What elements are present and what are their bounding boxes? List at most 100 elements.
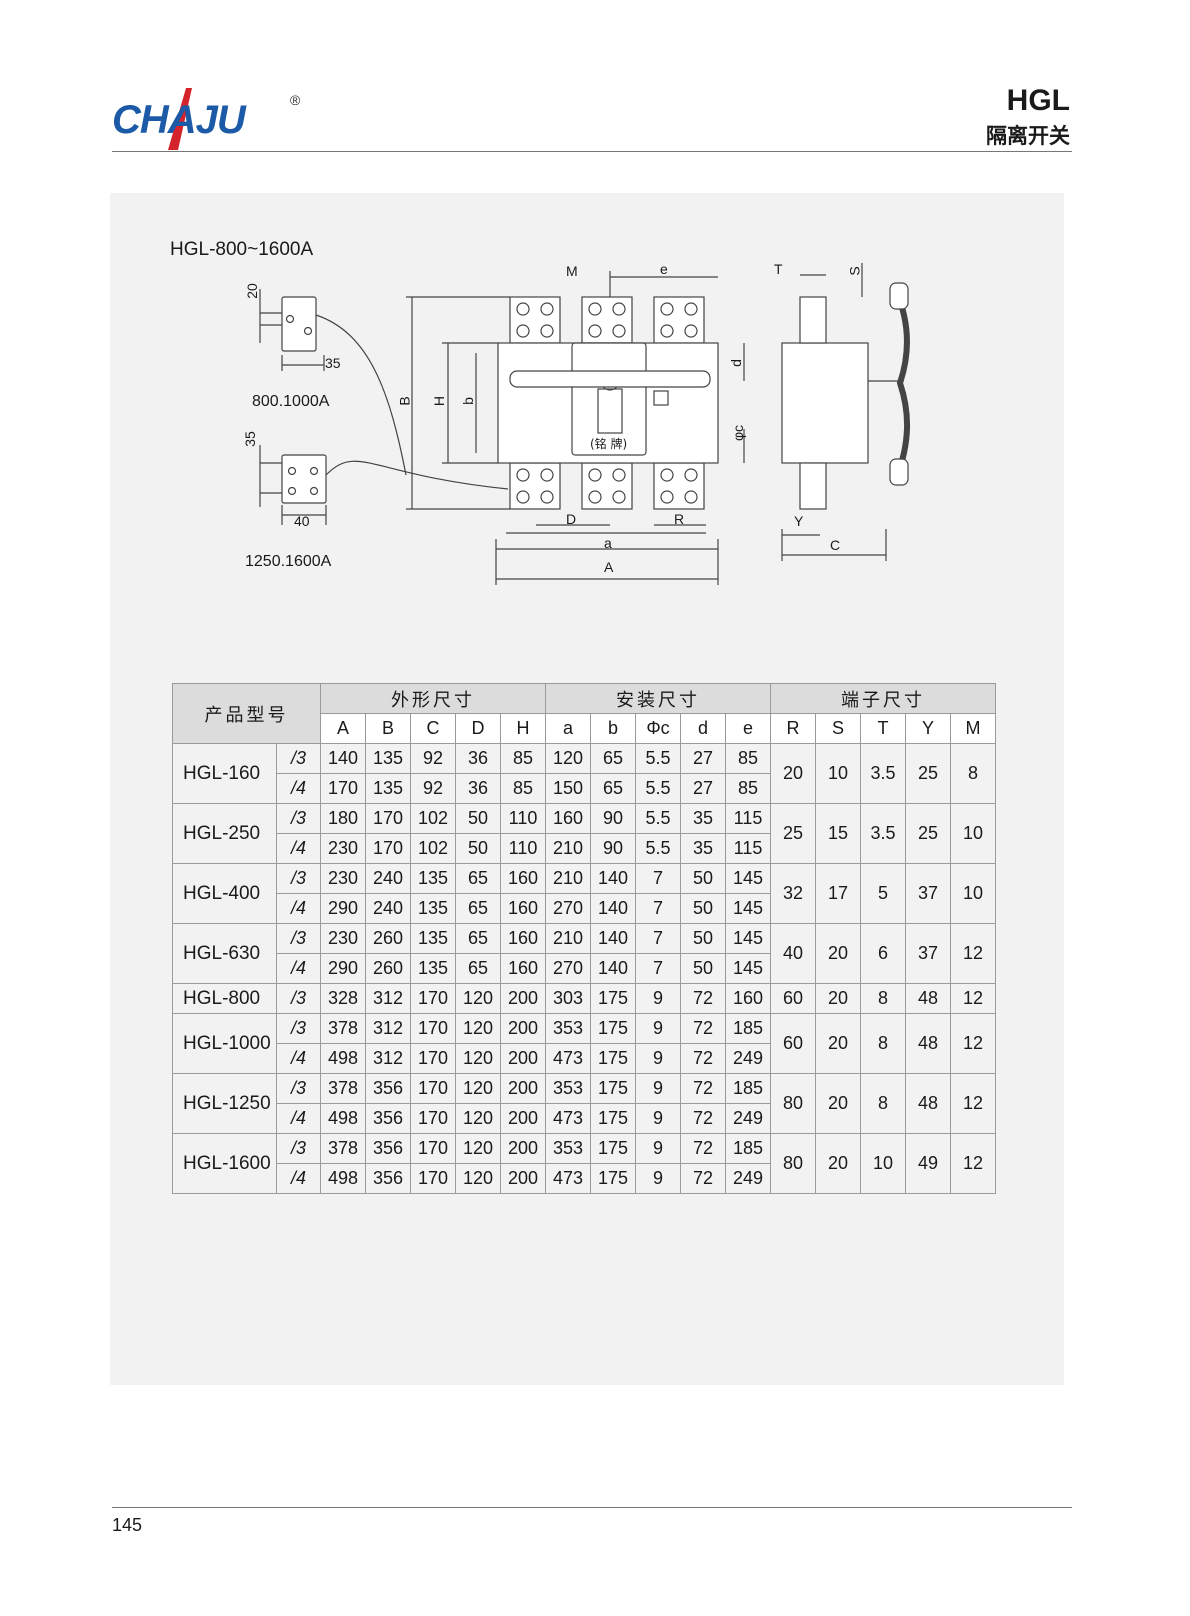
header-subtitle: 隔离开关 <box>986 124 1070 148</box>
value-cell: 356 <box>365 1073 411 1104</box>
value-cell: 170 <box>410 1103 456 1134</box>
value-cell: 200 <box>500 983 546 1014</box>
col-header: B <box>365 713 411 744</box>
value-cell: 36 <box>455 773 501 804</box>
value-cell: 50 <box>680 923 726 954</box>
value-cell: 230 <box>320 863 366 894</box>
value-cell: 9 <box>635 1043 681 1074</box>
terminal-value-cell: 10 <box>815 743 861 804</box>
dim-label-b: b <box>459 397 476 405</box>
value-cell: 90 <box>590 833 636 864</box>
terminal-value-cell: 8 <box>860 1013 906 1074</box>
value-cell: 160 <box>500 893 546 924</box>
header-group-terminal: 端子尺寸 <box>770 683 996 714</box>
value-cell: 7 <box>635 893 681 924</box>
value-cell: 210 <box>545 863 591 894</box>
value-cell: 120 <box>545 743 591 774</box>
value-cell: 473 <box>545 1103 591 1134</box>
value-cell: 353 <box>545 1073 591 1104</box>
value-cell: 175 <box>590 983 636 1014</box>
value-cell: 260 <box>365 953 411 984</box>
pole-variant-cell: /3 <box>276 1013 321 1044</box>
value-cell: 185 <box>725 1133 771 1164</box>
value-cell: 135 <box>410 923 456 954</box>
value-cell: 210 <box>545 923 591 954</box>
model-cell: HGL-800 <box>172 983 277 1014</box>
value-cell: 170 <box>410 1073 456 1104</box>
terminal-value-cell: 48 <box>905 1073 951 1134</box>
terminal-value-cell: 15 <box>815 803 861 864</box>
value-cell: 120 <box>455 1013 501 1044</box>
value-cell: 135 <box>410 863 456 894</box>
pole-variant-cell: /4 <box>276 893 321 924</box>
value-cell: 50 <box>680 893 726 924</box>
terminal-value-cell: 8 <box>950 743 996 804</box>
terminal-value-cell: 25 <box>905 803 951 864</box>
value-cell: 72 <box>680 1013 726 1044</box>
value-cell: 356 <box>365 1103 411 1134</box>
value-cell: 353 <box>545 1013 591 1044</box>
footer-divider <box>112 1507 1072 1508</box>
page-number: 145 <box>112 1515 143 1535</box>
dim-label-35: 35 <box>325 355 341 371</box>
pole-variant-cell: /4 <box>276 1043 321 1074</box>
terminal-value-cell: 20 <box>815 923 861 984</box>
terminal-value-cell: 10 <box>950 803 996 864</box>
value-cell: 170 <box>365 833 411 864</box>
value-cell: 249 <box>725 1103 771 1134</box>
value-cell: 5.5 <box>635 743 681 774</box>
terminal-value-cell: 10 <box>950 863 996 924</box>
value-cell: 120 <box>455 1133 501 1164</box>
value-cell: 140 <box>590 923 636 954</box>
terminal-value-cell: 17 <box>815 863 861 924</box>
table-column-header-row: A B C D H a b Φc d e R S T Y M <box>173 713 996 744</box>
value-cell: 312 <box>365 1013 411 1044</box>
value-cell: 102 <box>410 833 456 864</box>
value-cell: 135 <box>365 743 411 774</box>
value-cell: 249 <box>725 1043 771 1074</box>
value-cell: 65 <box>455 923 501 954</box>
value-cell: 145 <box>725 953 771 984</box>
value-cell: 7 <box>635 953 681 984</box>
header-model-cell: 产品型号 <box>172 683 321 744</box>
terminal-value-cell: 12 <box>950 1073 996 1134</box>
value-cell: 200 <box>500 1073 546 1104</box>
dim-label-Y: Y <box>794 513 804 529</box>
value-cell: 27 <box>680 743 726 774</box>
pole-variant-cell: /4 <box>276 773 321 804</box>
terminal-value-cell: 20 <box>815 983 861 1014</box>
terminal-value-cell: 25 <box>770 803 816 864</box>
value-cell: 140 <box>320 743 366 774</box>
value-cell: 270 <box>545 953 591 984</box>
terminal-value-cell: 12 <box>950 1133 996 1194</box>
value-cell: 498 <box>320 1103 366 1134</box>
value-cell: 85 <box>725 743 771 774</box>
header-group-mounting: 安装尺寸 <box>545 683 771 714</box>
value-cell: 65 <box>590 743 636 774</box>
value-cell: 160 <box>725 983 771 1014</box>
value-cell: 65 <box>590 773 636 804</box>
value-cell: 230 <box>320 923 366 954</box>
value-cell: 140 <box>590 863 636 894</box>
terminal-value-cell: 40 <box>770 923 816 984</box>
model-cell: HGL-400 <box>172 863 277 924</box>
value-cell: 210 <box>545 833 591 864</box>
pole-variant-cell: /3 <box>276 1073 321 1104</box>
value-cell: 180 <box>320 803 366 834</box>
terminal-small-label: 800.1000A <box>252 393 330 410</box>
content-panel: HGL-800~1600A <box>110 193 1064 1385</box>
value-cell: 9 <box>635 1163 681 1194</box>
table-group-header-row: 产品型号 外形尺寸 安装尺寸 端子尺寸 <box>172 683 996 744</box>
value-cell: 85 <box>500 743 546 774</box>
dim-label-phic: φc <box>730 424 747 442</box>
dim-label-S: S <box>846 266 863 276</box>
terminal-value-cell: 8 <box>860 983 906 1014</box>
value-cell: 115 <box>725 833 771 864</box>
terminal-value-cell: 6 <box>860 923 906 984</box>
value-cell: 498 <box>320 1163 366 1194</box>
